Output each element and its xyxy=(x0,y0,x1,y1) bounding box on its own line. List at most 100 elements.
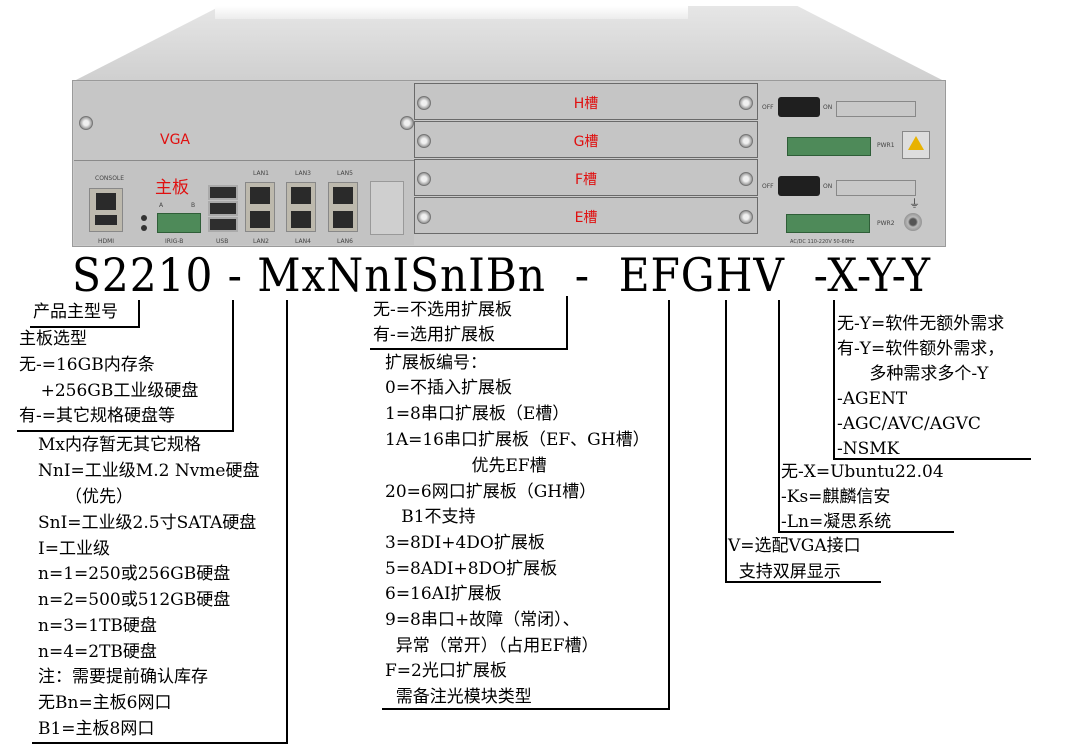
os-x-option: -Ln=凝思系统 xyxy=(781,512,892,532)
screw-icon xyxy=(417,210,431,224)
mainboard-label: 主板 xyxy=(155,178,189,198)
screw-icon xyxy=(79,116,93,130)
expansion-detail-line: 1=8串口扩展板（E槽） xyxy=(385,404,570,424)
vga-v-line: 支持双屏显示 xyxy=(728,562,841,582)
lan5-label: LAN5 xyxy=(337,170,353,177)
lan2-label: LAN2 xyxy=(253,238,269,245)
irig-b-label: B xyxy=(191,202,196,209)
irig-label: IRIG-B xyxy=(165,238,184,245)
on-label: ON xyxy=(823,183,833,190)
mainboard-detail-line: NnI=工业级M.2 Nvme硬盘 xyxy=(38,461,260,481)
off-label: OFF xyxy=(762,104,774,111)
lan6-label: LAN6 xyxy=(337,238,353,245)
mainboard-detail-line: 无Bn=主板6网口 xyxy=(38,693,172,713)
lan-port-5-6 xyxy=(328,182,358,232)
slot-f-label: F槽 xyxy=(574,172,598,188)
slot-h-label: H槽 xyxy=(573,96,599,112)
mainboard-detail-line: n=3=1TB硬盘 xyxy=(38,616,157,636)
lan3-label: LAN3 xyxy=(295,170,311,177)
screw-icon xyxy=(739,134,753,148)
mainboard-detail-line: n=4=2TB硬盘 xyxy=(38,642,157,662)
vga-label: VGA xyxy=(160,132,191,148)
power-switch-2 xyxy=(778,176,820,196)
os-x-option: -Ks=麒麟信安 xyxy=(781,487,891,507)
slot-f: F槽 xyxy=(414,159,758,196)
expansion-option-yes: 有-=选用扩展板 xyxy=(373,325,495,345)
ground-terminal xyxy=(904,213,922,231)
expansion-detail-line: B1不支持 xyxy=(385,507,476,527)
blank-cover xyxy=(370,181,404,235)
lan-port-1-2 xyxy=(245,182,275,232)
software-y-option: -NSMK xyxy=(837,439,900,459)
software-y-line: 多种需求多个-Y xyxy=(837,364,989,384)
software-y-line: 无-Y=软件无额外需求 xyxy=(837,314,1005,334)
expansion-detail-line: 异常（常开）（占用EF槽） xyxy=(385,636,599,656)
lan1-label: LAN1 xyxy=(253,170,269,177)
expansion-detail-line: 优先EF槽 xyxy=(385,456,547,476)
mainboard-detail-line: B1=主板8网口 xyxy=(38,719,155,739)
slot-g-label: G槽 xyxy=(573,134,599,150)
power-switch-1 xyxy=(778,97,820,117)
expansion-detail-line: 5=8ADI+8DO扩展板 xyxy=(385,559,558,579)
usb-port xyxy=(208,185,238,200)
console-label: CONSOLE xyxy=(95,175,125,182)
mainboard-detail-line: SnI=工业级2.5寸SATA硬盘 xyxy=(38,513,257,533)
pin-table xyxy=(836,180,916,196)
software-y-option: -AGC/AVC/AGVC xyxy=(837,414,981,434)
expansion-detail-line: 6=16AI扩展板 xyxy=(385,584,502,604)
os-x-line: 无-X=Ubuntu22.04 xyxy=(781,462,944,482)
expansion-detail-line: 9=8串口+故障（常闭）、 xyxy=(385,610,580,630)
mainboard-detail-line: I=工业级 xyxy=(38,539,110,559)
led-indicator-icon xyxy=(141,215,147,221)
expansion-detail-line: F=2光口扩展板 xyxy=(385,661,507,681)
chassis-top-highlight xyxy=(215,6,688,19)
power-spec-label: AC/DC 110-220V 50-60Hz xyxy=(790,239,855,245)
mainboard-detail-line: n=2=500或512GB硬盘 xyxy=(38,590,231,610)
screw-icon xyxy=(417,96,431,110)
software-y-option: -AGENT xyxy=(837,389,908,409)
product-model-title: 产品主型号 xyxy=(33,302,118,322)
mainboard-detail-line: （优先） xyxy=(38,487,134,507)
pin-table xyxy=(836,101,916,117)
slot-e: E槽 xyxy=(414,197,758,234)
slot-g: G槽 xyxy=(414,121,758,158)
expansion-detail-line: 20=6网口扩展板（GH槽） xyxy=(385,482,597,502)
mainboard-select-title: 主板选型 xyxy=(19,329,87,349)
high-voltage-warning-icon xyxy=(902,131,930,159)
on-label: ON xyxy=(823,104,833,111)
pwr1-connector xyxy=(787,137,871,156)
mainboard-detail-line: Mx内存暂无其它规格 xyxy=(38,435,201,455)
lan-port-3-4 xyxy=(286,182,316,232)
lan4-label: LAN4 xyxy=(295,238,311,245)
expansion-detail-line: 3=8DI+4DO扩展板 xyxy=(385,533,545,553)
irig-a-label: A xyxy=(159,202,164,209)
mainboard-detail-line: n=1=250或256GB硬盘 xyxy=(38,564,231,584)
pwr2-connector xyxy=(786,214,870,233)
vga-v-line: V=选配VGA接口 xyxy=(728,536,861,556)
mainboard-option-default-cont: +256GB工业级硬盘 xyxy=(19,381,199,401)
console-port xyxy=(89,188,123,232)
off-label: OFF xyxy=(762,183,774,190)
screw-icon xyxy=(739,210,753,224)
mainboard-detail-line: 注：需要提前确认库存 xyxy=(38,667,208,687)
expansion-detail-line: 需备注光模块类型 xyxy=(385,687,532,707)
vga-blank-panel xyxy=(74,82,414,161)
usb-port xyxy=(208,217,238,232)
usb-label: USB xyxy=(216,238,229,245)
led-indicator-icon xyxy=(141,225,147,231)
expansion-detail-line: 0=不插入扩展板 xyxy=(385,378,513,398)
screw-icon xyxy=(417,172,431,186)
slot-h: H槽 xyxy=(414,83,758,120)
hdmi-label: HDMI xyxy=(98,238,115,245)
screw-icon xyxy=(400,116,414,130)
pwr2-label: PWR2 xyxy=(877,220,895,227)
ground-icon: ⏚ xyxy=(909,197,920,210)
mainboard-option-default: 无-=16GB内存条 xyxy=(19,355,155,375)
expansion-option-none: 无-=不选用扩展板 xyxy=(373,300,512,320)
mainboard-io-panel xyxy=(74,161,414,245)
screw-icon xyxy=(739,96,753,110)
expansion-detail-line: 1A=16串口扩展板（EF、GH槽） xyxy=(385,430,650,450)
screw-icon xyxy=(739,172,753,186)
slot-e-label: E槽 xyxy=(574,210,598,226)
expansion-detail-line: 扩展板编号： xyxy=(385,353,487,373)
